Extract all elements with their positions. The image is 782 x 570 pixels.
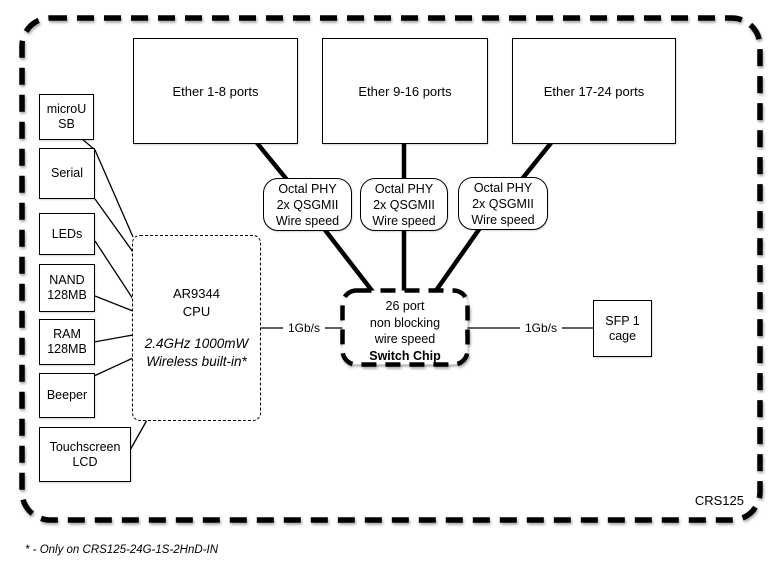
phy-wires bbox=[255, 141, 553, 294]
phy1-label-line1: Octal PHY bbox=[278, 181, 337, 196]
phy3-box: Octal PHY 2x QSGMII Wire speed bbox=[458, 177, 548, 230]
serial-label: Serial bbox=[51, 166, 83, 180]
switch-chip-line1: 26 port bbox=[385, 299, 425, 313]
phy2-box: Octal PHY 2x QSGMII Wire speed bbox=[360, 178, 448, 231]
ether-9-16-box: Ether 9-16 ports bbox=[322, 38, 488, 144]
beeper-box: Beeper bbox=[39, 373, 95, 418]
model-label: CRS125 bbox=[694, 493, 744, 508]
wire-touchscreen-cpu bbox=[128, 419, 148, 453]
nand-label-line1: NAND bbox=[49, 273, 85, 287]
wire-leds-cpu bbox=[94, 240, 134, 300]
switch-chip-line3: wire speed bbox=[374, 332, 436, 346]
ether-17-24-label: Ether 17-24 ports bbox=[543, 83, 645, 99]
wire-microusb-cpu-2 bbox=[94, 149, 134, 238]
wire-beeper-cpu bbox=[93, 357, 134, 377]
cpu-wireless-note-line2: Wireless built-in* bbox=[146, 354, 247, 369]
ram-box: RAM 128MB bbox=[39, 319, 95, 365]
microusb-label-line1: microU bbox=[46, 102, 87, 116]
switch-chip-line4: Switch Chip bbox=[369, 348, 441, 363]
sfp-label-line1: SFP 1 bbox=[605, 313, 640, 328]
ram-label-line1: RAM bbox=[53, 327, 81, 341]
touchscreen-label-line2: LCD bbox=[72, 454, 98, 469]
ether-17-24-box: Ether 17-24 ports bbox=[512, 38, 676, 144]
ether-1-8-box: Ether 1-8 ports bbox=[133, 38, 298, 144]
nand-box: NAND 128MB bbox=[39, 264, 95, 312]
wire-ram-cpu bbox=[93, 334, 134, 343]
switch-chip-line2: non blocking bbox=[369, 315, 441, 330]
cpu-box: AR9344 CPU 2.4GHz 1000mW Wireless built-… bbox=[132, 235, 261, 421]
wire-ether3-phy3 bbox=[520, 141, 553, 181]
phy3-label-line1: Octal PHY bbox=[473, 180, 533, 195]
serial-box: Serial bbox=[39, 148, 95, 199]
nand-label-line2: 128MB bbox=[47, 288, 87, 302]
leds-box: LEDs bbox=[39, 213, 95, 255]
touchscreen-lcd-box: Touchscreen LCD bbox=[39, 427, 131, 482]
leds-label: LEDs bbox=[51, 226, 83, 241]
phy3-label-line2: 2x QSGMII bbox=[472, 196, 534, 211]
switch-chip-outline bbox=[340, 288, 470, 367]
phy2-label-line3: Wire speed bbox=[372, 213, 436, 228]
phy1-label-line2: 2x QSGMII bbox=[276, 197, 339, 212]
wire-ether1-phy1 bbox=[255, 141, 290, 183]
wire-serial-cpu bbox=[94, 198, 134, 253]
cpu-name: AR9344 bbox=[173, 286, 220, 301]
link-label-switch-sfp: 1Gb/s bbox=[520, 320, 562, 336]
chassis-outline bbox=[19, 15, 763, 523]
phy1-box: Octal PHY 2x QSGMII Wire speed bbox=[263, 178, 352, 231]
wire-phy1-switch bbox=[323, 228, 375, 294]
wire-nand-cpu bbox=[94, 295, 134, 312]
phy2-label-line1: Octal PHY bbox=[374, 181, 434, 196]
footnote: * - Only on CRS125-24G-1S-2HnD-IN bbox=[25, 544, 219, 556]
cpu-wireless-note-line1: 2.4GHz 1000mW bbox=[144, 336, 249, 351]
touchscreen-label-line1: Touchscreen bbox=[49, 439, 121, 454]
link-label-cpu-switch: 1Gb/s bbox=[283, 320, 325, 336]
microusb-box: microU SB bbox=[39, 94, 94, 140]
ether-1-8-label: Ether 1-8 ports bbox=[172, 83, 259, 99]
phy1-label-line3: Wire speed bbox=[275, 213, 340, 228]
cpu-type: CPU bbox=[182, 304, 211, 319]
sfp-label-line2: cage bbox=[608, 328, 637, 343]
phy2-label-line2: 2x QSGMII bbox=[373, 197, 435, 212]
ether-9-16-label: Ether 9-16 ports bbox=[358, 83, 452, 99]
microusb-label-line2: SB bbox=[58, 117, 75, 131]
switch-chip-box: 26 port non blocking wire speed Switch C… bbox=[342, 290, 468, 365]
wire-phy3-switch bbox=[433, 226, 482, 294]
sfp-cage-box: SFP 1 cage bbox=[593, 300, 652, 357]
beeper-label: Beeper bbox=[46, 388, 88, 402]
ram-label-line2: 128MB bbox=[47, 342, 87, 356]
phy3-label-line3: Wire speed bbox=[471, 212, 535, 227]
